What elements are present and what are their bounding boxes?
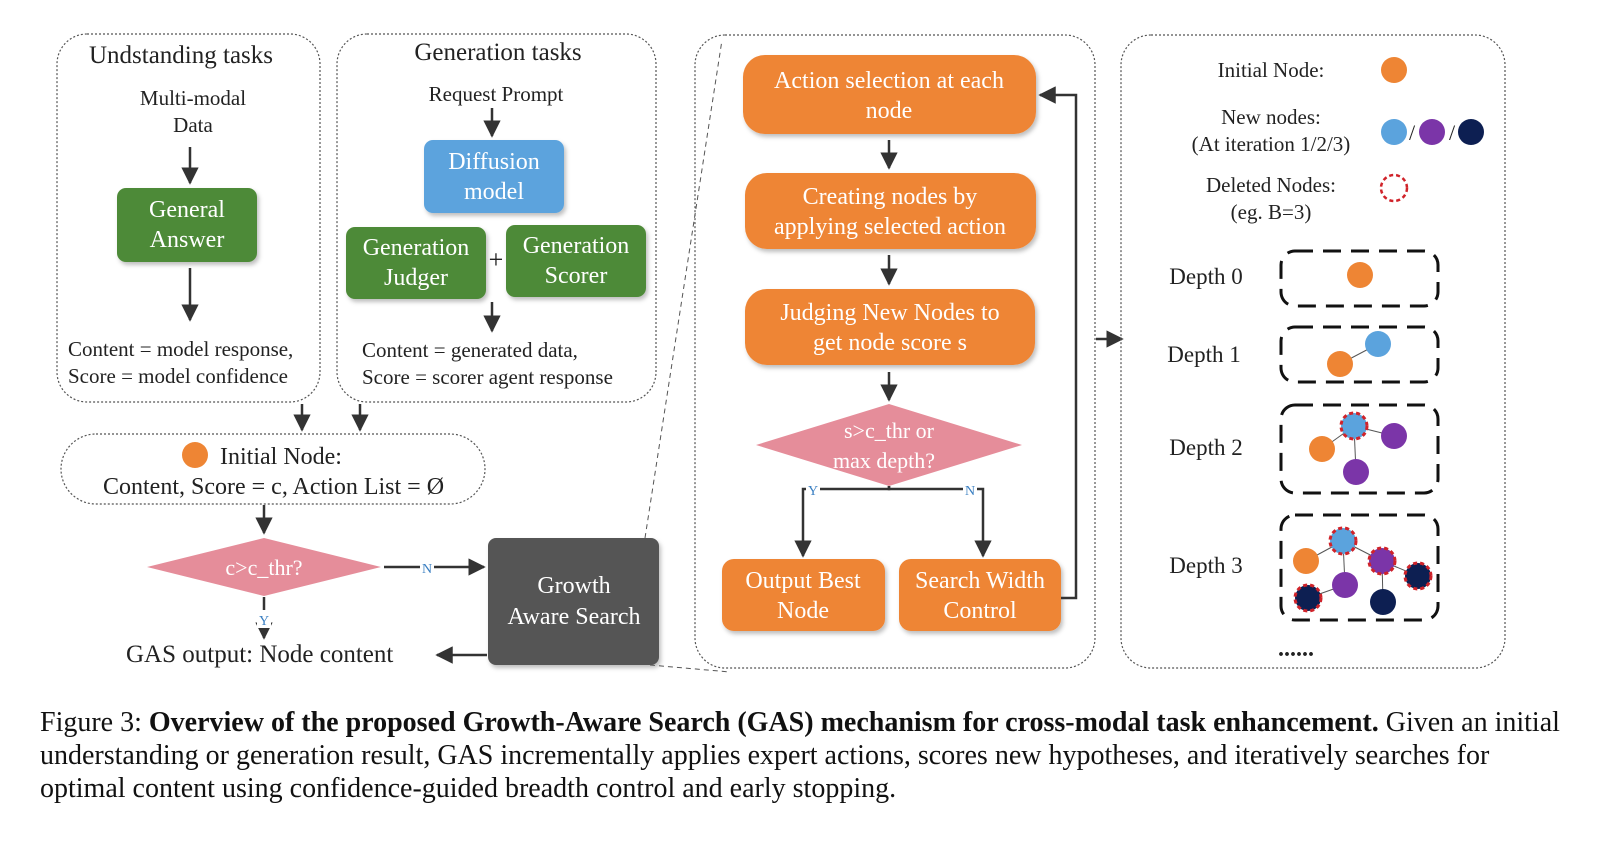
creating-nodes-line2: applying selected action [774, 214, 1006, 240]
plus-sign: + [489, 245, 504, 274]
understanding-content-line1: Content = model response, [68, 337, 293, 361]
caption-prefix: Figure 3: [40, 707, 149, 738]
depth-label-1: Depth 1 [1167, 342, 1240, 367]
generation-input: Request Prompt [429, 82, 564, 106]
gas-diagram: Undstanding tasks Multi-modal Data Gener… [56, 33, 1506, 673]
depth-3-frame [1279, 513, 1440, 622]
judging-nodes-line1: Judging New Nodes to [780, 300, 999, 326]
diffusion-line2: model [464, 179, 524, 205]
legend-deleted-line2: (eg. B=3) [1231, 200, 1312, 224]
depth-label-0: Depth 0 [1169, 264, 1242, 289]
caption-rest: Given an initial understanding or genera… [40, 707, 1560, 804]
depth-3-node-deleted-navy-left [1293, 583, 1323, 613]
legend-new-line1: New nodes: [1221, 105, 1321, 129]
generation-scorer-box [506, 225, 646, 297]
legend-sep-1: / [1409, 120, 1416, 145]
general-answer-line1: General [149, 197, 225, 223]
depth-ellipsis: ...... [1278, 636, 1314, 662]
initial-node-dot [182, 442, 208, 468]
depth-2-node-root [1309, 436, 1335, 462]
stop-check-diamond [756, 404, 1022, 486]
legend-initial-dot [1381, 57, 1407, 83]
threshold-decision-diamond [147, 538, 381, 596]
legend-sep-2: / [1449, 120, 1456, 145]
depth-3-node-deleted-blue [1328, 526, 1358, 556]
generation-title: Generation tasks [414, 39, 581, 66]
judger-line1: Generation [363, 235, 470, 261]
depth-2-node-a [1381, 423, 1407, 449]
judging-nodes-line2: get node score s [813, 330, 967, 356]
depth-3-node-deleted-navy-right [1403, 561, 1433, 591]
generation-content-line2: Score = scorer agent response [362, 365, 613, 389]
decision-yes-label: Y [259, 614, 269, 629]
scorer-line1: Generation [523, 233, 630, 259]
stop-check-yes: Y [808, 484, 818, 499]
action-selection-box [743, 55, 1036, 134]
generation-content-line1: Content = generated data, [362, 338, 578, 362]
depth-2-frame [1279, 403, 1440, 495]
search-width-line2: Control [943, 598, 1017, 624]
understanding-panel [56, 33, 321, 403]
search-loop-panel [694, 34, 1096, 669]
legend-initial-label: Initial Node: [1218, 58, 1325, 82]
depth-3-node-navy [1370, 589, 1396, 615]
judging-nodes-box [745, 289, 1035, 365]
output-best-line1: Output Best [745, 568, 861, 594]
legend-panel [1120, 34, 1506, 669]
generation-judger-box [346, 227, 486, 299]
depth-0-frame [1279, 249, 1440, 308]
legend-new-dot-iter1 [1381, 119, 1407, 145]
depth-3-node-deleted-purple [1367, 546, 1397, 576]
depth-2-node-b [1343, 459, 1369, 485]
understanding-title: Undstanding tasks [89, 42, 273, 69]
stop-check-no: N [965, 484, 975, 499]
growth-aware-search-box [488, 538, 659, 665]
stop-check-line1: s>c_thr or [844, 418, 935, 443]
generation-panel [336, 33, 657, 403]
legend-deleted-line1: Deleted Nodes: [1206, 173, 1336, 197]
depth-1-node-root [1327, 351, 1353, 377]
action-selection-line1: Action selection at each [774, 68, 1004, 94]
depth-label-3: Depth 3 [1169, 553, 1242, 578]
output-best-line2: Node [777, 598, 829, 624]
understanding-input-line2: Data [173, 113, 213, 137]
stop-check-line2: max depth? [833, 448, 935, 473]
gas-box-line1: Growth [537, 573, 610, 599]
diffusion-line1: Diffusion [448, 149, 540, 175]
diffusion-model-box [424, 140, 564, 213]
gas-box-line2: Aware Search [507, 604, 640, 630]
legend-new-line2: (At iteration 1/2/3) [1192, 132, 1351, 156]
legend-deleted-ring [1379, 173, 1409, 203]
depth-3-node-purple [1332, 572, 1358, 598]
depth-0-node [1347, 262, 1373, 288]
depth-label-2: Depth 2 [1169, 435, 1242, 460]
initial-node-line2: Content, Score = c, Action List = Ø [103, 474, 444, 500]
depth-1-node-new [1365, 331, 1391, 357]
understanding-input-line1: Multi-modal [140, 86, 246, 110]
initial-node-box [60, 433, 486, 505]
depth-2-node-deleted [1339, 411, 1369, 441]
legend-new-dot-iter3 [1458, 119, 1484, 145]
creating-nodes-line1: Creating nodes by [803, 184, 978, 210]
decision-no-label: N [422, 562, 432, 577]
depth-3-node-root [1293, 548, 1319, 574]
caption-bold: Overview of the proposed Growth-Aware Se… [148, 707, 1379, 738]
legend-new-dot-iter2 [1419, 119, 1445, 145]
search-width-line1: Search Width [915, 568, 1045, 594]
general-answer-box [117, 188, 257, 262]
output-best-node-box [722, 559, 885, 631]
general-answer-line2: Answer [150, 227, 225, 253]
depth-1-frame [1279, 325, 1440, 384]
search-width-control-box [899, 559, 1061, 631]
judger-line2: Judger [384, 265, 448, 291]
figure-caption: Figure 3: Overview of the proposed Growt… [40, 706, 1570, 805]
creating-nodes-box [745, 173, 1036, 249]
action-selection-line2: node [866, 98, 913, 124]
threshold-decision-label: c>c_thr? [225, 555, 302, 580]
initial-node-line1: Initial Node: [220, 444, 342, 470]
gas-output-text: GAS output: Node content [126, 641, 393, 668]
understanding-content-line2: Score = model confidence [68, 364, 288, 388]
scorer-line2: Scorer [545, 263, 608, 289]
